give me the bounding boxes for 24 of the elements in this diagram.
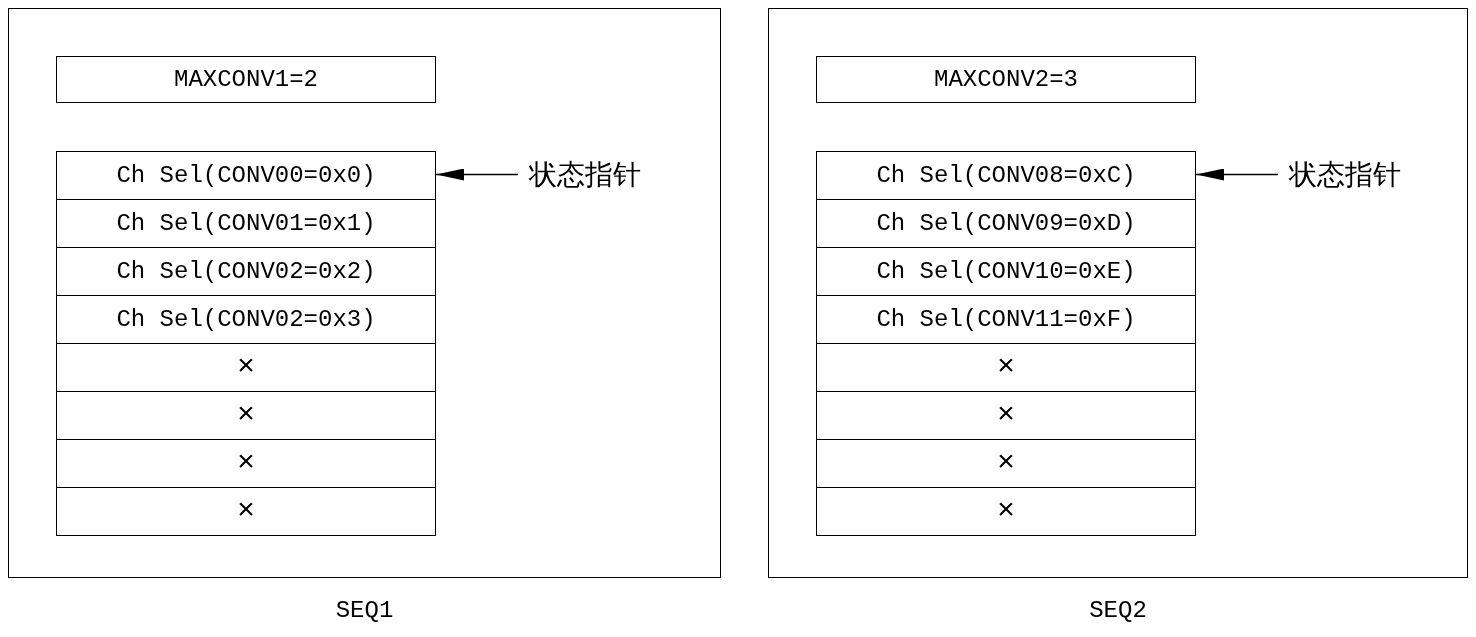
empty-slot-row: × [56, 391, 436, 440]
pointer-arrow [435, 168, 519, 181]
channel-select-row: Ch Sel(CONV02=0x2) [56, 247, 436, 296]
empty-slot-row: × [56, 487, 436, 536]
panel-caption: SEQ2 [1089, 596, 1147, 626]
empty-slot-row: × [816, 343, 1196, 392]
empty-slot-row: × [816, 487, 1196, 536]
max-conversions-box: MAXCONV1=2 [56, 56, 436, 103]
empty-slot-row: × [56, 343, 436, 392]
channel-select-row: Ch Sel(CONV01=0x1) [56, 199, 436, 248]
panel-caption: SEQ1 [335, 596, 394, 626]
pointer-label: 状态指针 [529, 155, 709, 195]
channel-select-row: Ch Sel(CONV09=0xD) [816, 199, 1196, 248]
channel-select-row: Ch Sel(CONV02=0x3) [56, 295, 436, 344]
channel-select-row: Ch Sel(CONV11=0xF) [816, 295, 1196, 344]
empty-slot-row: × [816, 391, 1196, 440]
pointer-label: 状态指针 [1289, 155, 1469, 195]
channel-select-row: Ch Sel(CONV00=0x0) [56, 151, 436, 200]
channel-select-row: Ch Sel(CONV10=0xE) [816, 247, 1196, 296]
pointer-arrow [1195, 168, 1279, 181]
max-conversions-box: MAXCONV2=3 [816, 56, 1196, 103]
empty-slot-row: × [56, 439, 436, 488]
channel-select-row: Ch Sel(CONV08=0xC) [816, 151, 1196, 200]
empty-slot-row: × [816, 439, 1196, 488]
